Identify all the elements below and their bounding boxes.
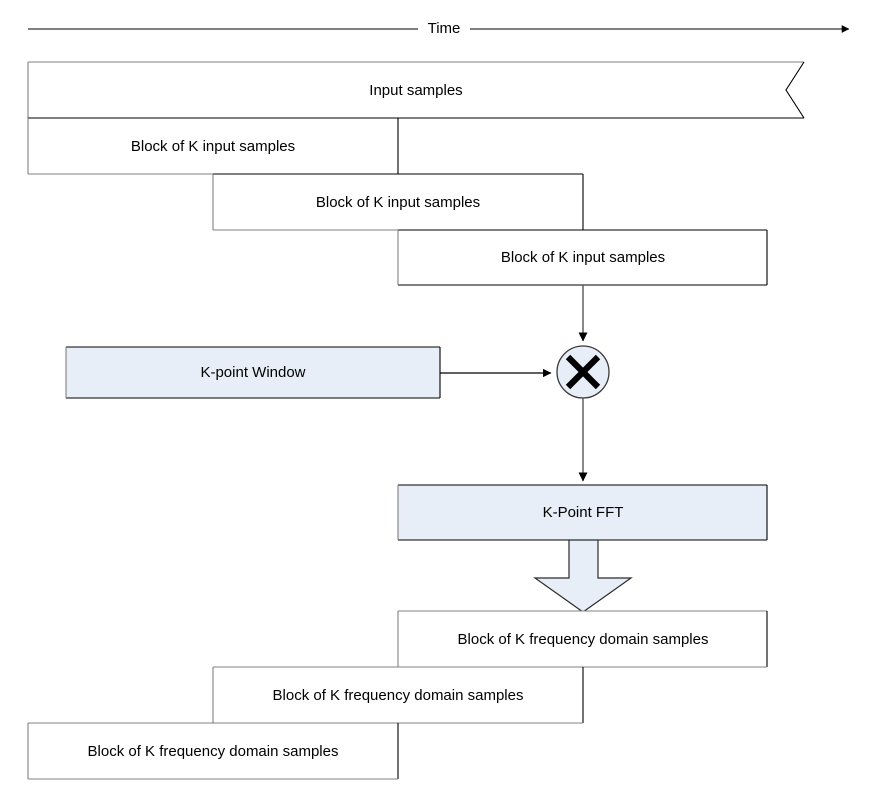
k-point-fft-fill bbox=[398, 485, 767, 540]
input-block-3: Block of K input samples bbox=[397, 229, 768, 286]
k-point-fft-label: K-Point FFT bbox=[543, 504, 624, 521]
output-block-2-label: Block of K frequency domain samples bbox=[273, 687, 524, 704]
k-point-window-fill bbox=[66, 347, 440, 398]
output-block-3-fill bbox=[28, 723, 398, 779]
input-block-1-label: Block of K input samples bbox=[131, 138, 295, 155]
output-block-3-label: Block of K frequency domain samples bbox=[88, 743, 339, 760]
k-point-fft-box: K-Point FFT bbox=[397, 484, 768, 541]
fft-output-block-arrow bbox=[533, 539, 633, 613]
input-samples-banner-label: Input samples bbox=[369, 82, 462, 99]
input-block-1-fill bbox=[28, 118, 398, 174]
output-block-2-fill bbox=[213, 667, 583, 723]
output-block-3: Block of K frequency domain samples bbox=[27, 722, 399, 780]
output-block-1-fill bbox=[398, 611, 767, 667]
input-block-3-fill bbox=[398, 230, 767, 285]
input-block-2-label: Block of K input samples bbox=[316, 194, 480, 211]
output-block-1: Block of K frequency domain samples bbox=[397, 610, 768, 668]
input-block-2-fill bbox=[213, 174, 583, 230]
k-point-window-box: K-point Window bbox=[65, 346, 441, 399]
multiplier-node bbox=[556, 345, 610, 399]
output-block-2: Block of K frequency domain samples bbox=[212, 666, 584, 724]
k-point-window-label: K-point Window bbox=[200, 364, 305, 381]
input-block-2: Block of K input samples bbox=[212, 173, 584, 231]
input-samples-banner: Input samples bbox=[27, 61, 805, 119]
input-block-1: Block of K input samples bbox=[27, 117, 399, 175]
input-samples-banner-notch-edge bbox=[785, 61, 805, 119]
time-axis-label: Time bbox=[428, 20, 461, 37]
output-block-1-label: Block of K frequency domain samples bbox=[458, 631, 709, 648]
input-samples-banner-shape bbox=[28, 62, 804, 118]
input-block-3-label: Block of K input samples bbox=[501, 249, 665, 266]
multiply-icon bbox=[565, 354, 601, 390]
time-axis: Time bbox=[28, 20, 850, 37]
